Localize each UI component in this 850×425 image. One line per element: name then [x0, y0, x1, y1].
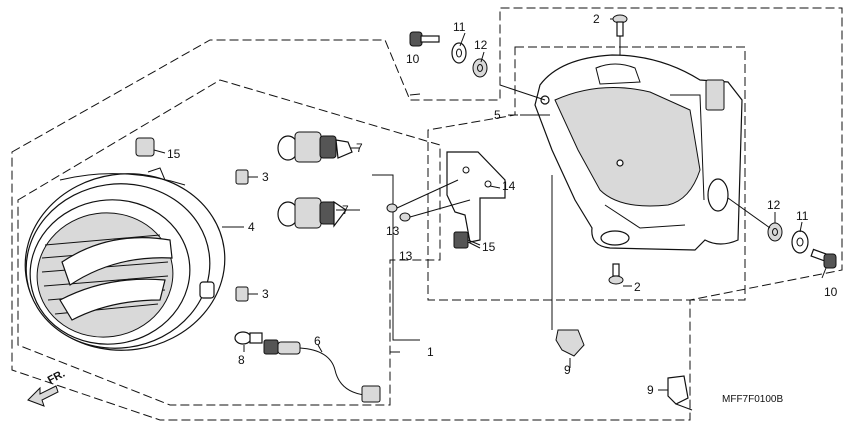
callout-13-upper: 13: [386, 224, 400, 238]
adjuster-bracket: [446, 151, 506, 243]
clip-15-upper: [135, 137, 166, 157]
socket-harness: [263, 339, 381, 403]
position-bulb: [234, 331, 263, 352]
callout-12-top: 12: [474, 38, 488, 52]
callout-11-right: 11: [796, 209, 809, 223]
callout-3-upper: 3: [262, 170, 269, 184]
screw-13-lower: [399, 199, 471, 222]
clip-nut-3-upper: [235, 169, 258, 185]
callout-2-top: 2: [593, 12, 600, 26]
nut-12-top: [472, 58, 488, 78]
callout-15-upper: 15: [167, 147, 181, 161]
screw-2-bottom: [608, 263, 632, 287]
clip-nut-3-lower: [235, 286, 258, 302]
headlight-lens: [36, 212, 174, 338]
callout-7-upper: 7: [356, 141, 363, 155]
callout-5: 5: [494, 108, 501, 122]
diagram-code: MFF7F0100B: [722, 394, 783, 405]
screw-2-top: [612, 14, 628, 60]
leader-right-hw: [727, 197, 771, 229]
callout-1: 1: [427, 345, 434, 359]
callout-2-bottom: 2: [634, 280, 641, 294]
callout-10-right: 10: [824, 285, 838, 299]
callout-10-top: 10: [406, 52, 420, 66]
clip-9-bottom-right: [667, 375, 693, 411]
headlight-case: [499, 54, 743, 251]
callout-8: 8: [238, 353, 245, 367]
callout-labels: 1 2 2 3 3 4 5 6 7 7 8 9 9 10 10 11 11 12…: [167, 12, 838, 397]
headlight-bulb-upper: [277, 131, 360, 163]
callout-13-lower: 13: [399, 249, 413, 263]
callout-14: 14: [502, 179, 516, 193]
bolt-10-top: [409, 31, 440, 47]
callout-9-lower: 9: [564, 363, 571, 377]
callout-9-bottom-right: 9: [647, 383, 654, 397]
clip-15-lower: [453, 231, 481, 249]
front-direction-label: FR.: [46, 368, 67, 387]
callout-15-lower: 15: [482, 240, 496, 254]
washer-11-top: [451, 42, 467, 64]
bolt-10-right: [810, 248, 837, 269]
washer-11-right: [791, 230, 809, 254]
screw-13-upper: [386, 179, 459, 213]
callout-4: 4: [248, 220, 255, 234]
clip-9-lower: [551, 175, 585, 357]
leader-lines: [390, 18, 827, 391]
callout-3-lower: 3: [262, 287, 269, 301]
nut-12-right: [767, 222, 783, 242]
headlight-bulb-lower: [277, 197, 360, 229]
callout-6: 6: [314, 334, 321, 348]
callout-12-right: 12: [767, 198, 781, 212]
callout-7-lower: 7: [342, 203, 349, 217]
callout-11-top: 11: [453, 20, 466, 34]
